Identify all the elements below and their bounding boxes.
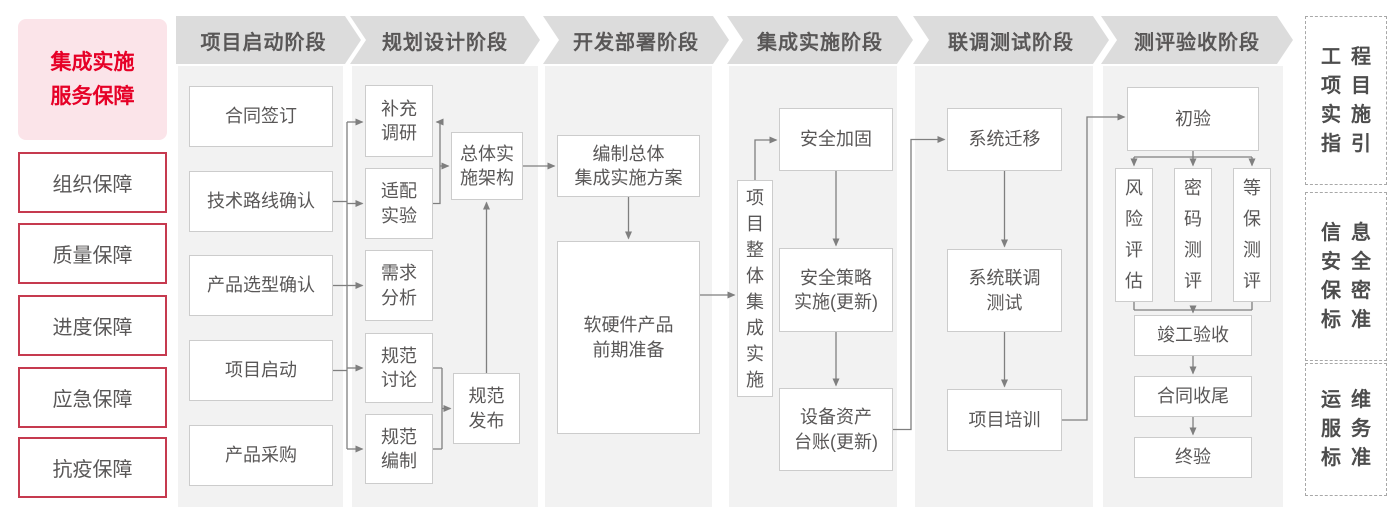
flow-box: 设备资产 台账(更新): [779, 388, 893, 471]
phase-header-label: 规划设计阶段: [382, 31, 508, 54]
flow-box: 规范 编制: [365, 414, 433, 484]
phase-header-label: 开发部署阶段: [573, 31, 699, 54]
flow-box: 等保测评: [1233, 168, 1271, 302]
standard-label: 信息 安全 保密 标准: [1321, 221, 1381, 331]
flow-box: 项目整体集成实施: [737, 180, 773, 397]
standard-box: 运维 服务 标准: [1305, 363, 1387, 496]
flow-box: 补充 调研: [365, 85, 433, 157]
standard-label: 运维 服务 标准: [1321, 389, 1381, 469]
flow-box: 初验: [1127, 87, 1259, 151]
phase-header: 测评验收阶段: [1101, 16, 1293, 64]
flow-box: 密码测评: [1174, 168, 1212, 302]
flow-box: 规范 讨论: [365, 333, 433, 403]
flow-box: 安全加固: [779, 108, 893, 171]
flow-box: 规范 发布: [453, 373, 520, 444]
flow-box: 产品选型确认: [189, 255, 333, 316]
flow-box: 竣工验收: [1134, 315, 1252, 356]
flow-box: 安全策略 实施(更新): [779, 248, 893, 332]
sidebar-item-quality: 质量保障: [18, 223, 167, 284]
sidebar-item-schedule: 进度保障: [18, 295, 167, 356]
sidebar-item-emergency: 应急保障: [18, 367, 167, 428]
sidebar-item-epidemic: 抗疫保障: [18, 437, 167, 498]
flow-box: 项目培训: [947, 389, 1062, 451]
flow-box: 风险评估: [1115, 168, 1153, 302]
phase-header-label: 集成实施阶段: [757, 31, 883, 54]
flow-box: 系统迁移: [947, 108, 1062, 171]
standard-label: 工程 项目 实施 指引: [1321, 45, 1381, 155]
flow-box: 适配 实验: [365, 168, 433, 239]
phase-header-label: 联调测试阶段: [948, 31, 1074, 54]
flow-box: 合同签订: [189, 86, 333, 147]
sidebar-title: 集成实施 服务保障: [18, 19, 167, 140]
flow-box: 系统联调 测试: [947, 249, 1062, 332]
sidebar-item-organization: 组织保障: [18, 152, 167, 213]
standard-box: 工程 项目 实施 指引: [1305, 16, 1387, 185]
phase-header-label: 测评验收阶段: [1134, 31, 1260, 54]
phase-header-label: 项目启动阶段: [200, 31, 327, 54]
flow-box: 软硬件产品 前期准备: [557, 241, 700, 434]
flow-box: 需求 分析: [365, 250, 433, 321]
phase-header: 项目启动阶段: [176, 16, 361, 64]
standard-box: 信息 安全 保密 标准: [1305, 192, 1387, 361]
phase-header: 开发部署阶段: [543, 16, 729, 64]
flow-box: 编制总体 集成实施方案: [557, 135, 700, 197]
flow-box: 项目启动: [189, 340, 333, 401]
flow-box: 合同收尾: [1134, 376, 1252, 417]
flow-box: 技术路线确认: [189, 171, 333, 232]
phase-header: 规划设计阶段: [350, 16, 540, 64]
phase-header: 联调测试阶段: [913, 16, 1109, 64]
flow-box: 产品采购: [189, 425, 333, 486]
phase-header: 集成实施阶段: [727, 16, 913, 64]
flow-box: 终验: [1134, 437, 1252, 478]
flow-box: 总体实 施架构: [451, 132, 523, 200]
